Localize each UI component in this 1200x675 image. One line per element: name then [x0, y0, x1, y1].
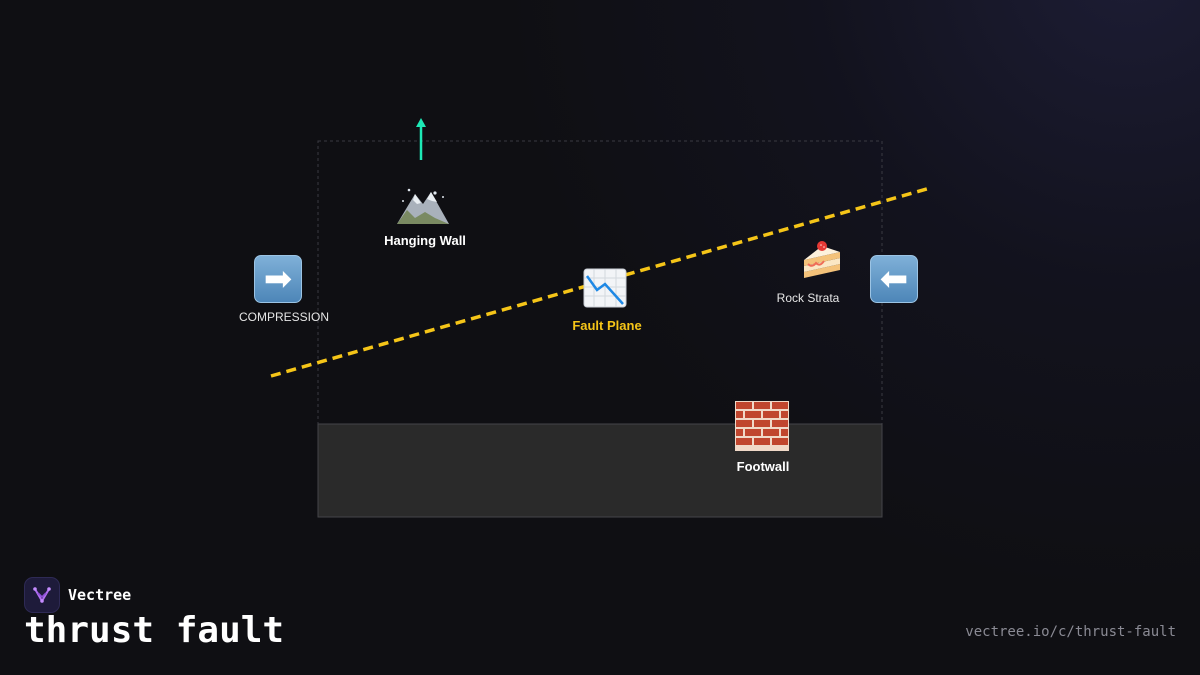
right-arrow-icon: ➡ — [254, 255, 302, 303]
source-url[interactable]: vectree.io/c/thrust-fault — [965, 624, 1176, 640]
chart-decreasing-icon — [583, 268, 627, 308]
compression-label: COMPRESSION — [238, 310, 330, 324]
cake-icon — [800, 238, 844, 280]
footwall-label: Footwall — [736, 459, 790, 474]
left-arrow-icon: ⬅ — [870, 255, 918, 303]
brick-icon — [735, 401, 789, 451]
brand: Vectree — [24, 577, 131, 613]
brand-name: Vectree — [68, 586, 132, 604]
rock-strata-label: Rock Strata — [776, 291, 840, 305]
fault-plane-label: Fault Plane — [572, 318, 642, 333]
section-frame — [317, 140, 883, 518]
hanging-wall-label: Hanging Wall — [384, 233, 466, 248]
up-arrow-icon — [416, 118, 426, 127]
footwall-block — [317, 423, 883, 518]
mountain-icon — [395, 180, 451, 228]
vectree-logo-icon — [24, 577, 60, 613]
page-title: thrust fault — [24, 610, 285, 651]
